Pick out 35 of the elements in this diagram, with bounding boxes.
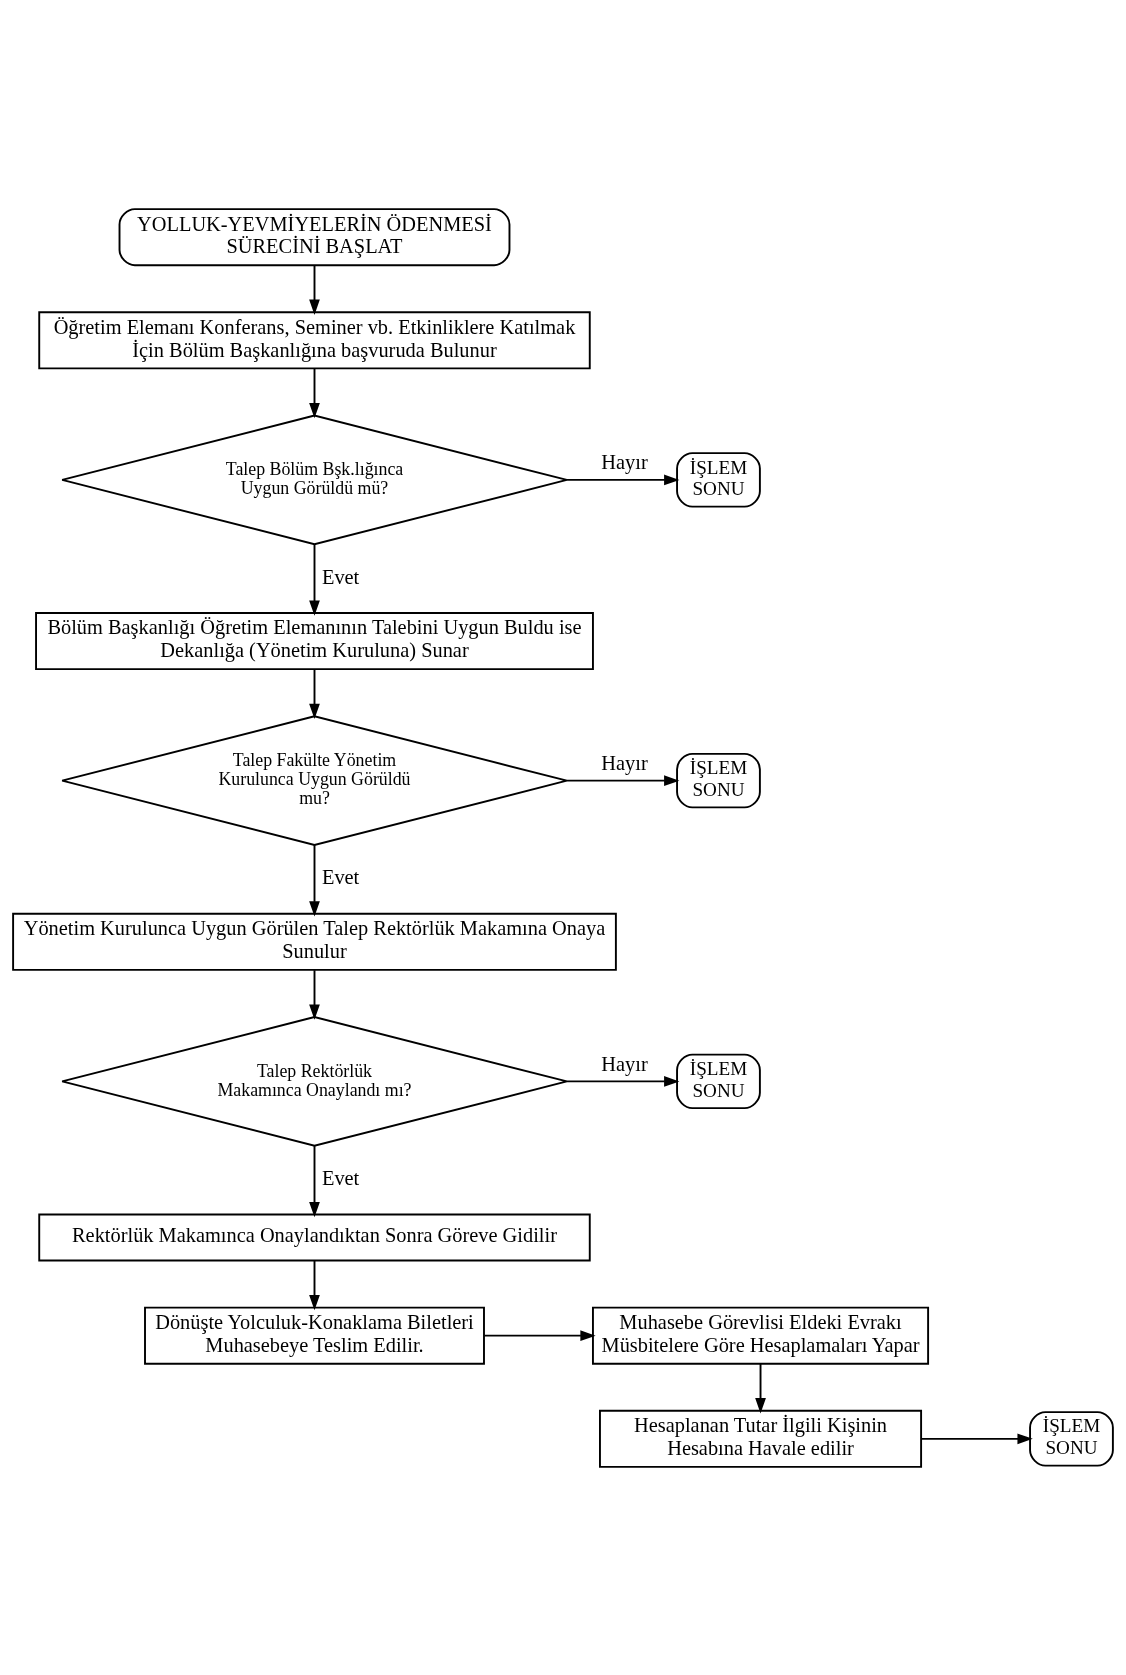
edge-label: Evet bbox=[321, 565, 360, 588]
arrow bbox=[309, 1144, 320, 1217]
node-box: Rektörlük Makamınca Onaylandıktan Sonra Göreve Gidilir bbox=[38, 1213, 591, 1261]
node-box: İŞLEM SONU bbox=[1029, 1410, 1114, 1467]
arrow bbox=[309, 843, 320, 916]
arrow bbox=[309, 542, 320, 616]
arrow bbox=[565, 774, 680, 786]
node-box: YOLLUK-YEVMİYELERİN ÖDENMESİ SÜRECİNİ BAŞLAT bbox=[118, 207, 511, 266]
arrow bbox=[755, 1362, 766, 1413]
arrow bbox=[483, 1329, 596, 1341]
arrow bbox=[309, 263, 320, 315]
arrow bbox=[309, 968, 320, 1020]
arrow bbox=[309, 668, 320, 719]
edge-label: Hayır bbox=[601, 450, 648, 473]
node-box: Muhasebe Görevlisi Eldeki Evrakı Müsbitelere Göre Hesaplamaları Yapar bbox=[592, 1306, 930, 1365]
edge-label: Hayır bbox=[601, 1052, 648, 1075]
edge-label: Hayır bbox=[601, 751, 648, 774]
node-diamond: Talep Fakülte Yönetim Kurulunca Uygun Görüldü mu? bbox=[61, 714, 568, 846]
node-box: Yönetim Kurulunca Uygun Görülen Talep Rektörlük Makamına Onaya Sunulur bbox=[12, 912, 617, 971]
node-box: İŞLEM SONU bbox=[676, 752, 761, 808]
node-box: Dönüşte Yolculuk-Konaklama Biletleri Muhasebeye Teslim Edilir. bbox=[144, 1306, 485, 1365]
node-box: İŞLEM SONU bbox=[676, 1053, 761, 1109]
arrow bbox=[309, 1259, 320, 1310]
node-diamond: Talep Rektörlük Makamınca Onaylandı mı? bbox=[61, 1015, 568, 1147]
arrow bbox=[565, 1075, 680, 1087]
edge-label: Evet bbox=[321, 1166, 360, 1189]
arrow bbox=[309, 367, 320, 418]
arrow bbox=[565, 474, 680, 485]
edge-label: Evet bbox=[321, 865, 360, 888]
node-box: İŞLEM SONU bbox=[676, 451, 761, 508]
arrow bbox=[920, 1433, 1033, 1444]
node-diamond: Talep Bölüm Bşk.lığınca Uygun Görüldü mü? bbox=[61, 414, 568, 545]
node-box: Öğretim Elemanı Konferans, Seminer vb. Etkinliklere Katılmak İçin Bölüm Başkanlığına başvuruda Bulunur bbox=[38, 310, 591, 369]
node-box: Hesaplanan Tutar İlgili Kişinin Hesabına Havale edilir bbox=[599, 1409, 923, 1468]
node-box: Bölüm Başkanlığı Öğretim Elemanının Talebini Uygun Buldu ise Dekanlığa (Yönetim Kuruluna) Sunar bbox=[35, 611, 594, 670]
